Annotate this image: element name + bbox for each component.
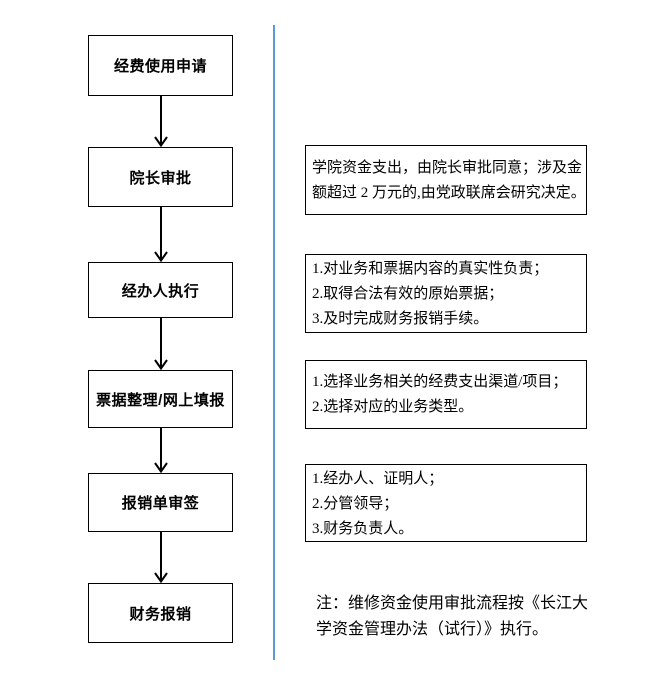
annotation-line: 额超过 2 万元的,由党政联席会研究决定。 — [312, 185, 586, 201]
flow-step-handler-execution: 经办人执行 — [88, 262, 233, 318]
down-arrow-icon — [154, 318, 168, 370]
annotation-line: 1.选择业务相关的经费支出渠道/项目； — [312, 374, 568, 390]
annotation-line: 学院资金支出，由院长审批同意；涉及金 — [312, 160, 583, 176]
footnote-line: 注：维修资金使用审批流程按《长江大 — [316, 595, 589, 612]
down-arrow-icon — [154, 207, 168, 262]
annotation-line: 2.分管领导； — [312, 496, 399, 512]
flow-step-label: 经办人执行 — [121, 282, 200, 300]
flow-step-label: 财务报销 — [129, 605, 192, 623]
annotation-line: 1.经办人、证明人； — [312, 471, 444, 487]
flow-step-dean-approval: 院长审批 — [88, 147, 233, 207]
annotation-dean-approval: 学院资金支出，由院长审批同意；涉及金 额超过 2 万元的,由党政联席会研究决定。 — [305, 145, 587, 215]
annotation-signers: 1.经办人、证明人； 2.分管领导； 3.财务负责人。 — [305, 464, 587, 542]
flow-step-label: 票据整理/网上填报 — [96, 391, 225, 409]
flow-step-label: 院长审批 — [129, 169, 192, 187]
flow-step-reimbursement-form-review: 报销单审签 — [88, 473, 233, 532]
annotation-line: 1.对业务和票据内容的真实性负责； — [312, 261, 549, 277]
annotation-line: 3.及时完成财务报销手续。 — [312, 311, 489, 327]
down-arrow-icon — [154, 532, 168, 583]
footnote: 注：维修资金使用审批流程按《长江大 学资金管理办法（试行）》执行。 — [316, 591, 606, 643]
flow-step-label: 经费使用申请 — [113, 58, 207, 75]
annotation-line: 3.财务负责人。 — [312, 521, 414, 537]
flow-step-financial-reimbursement: 财务报销 — [88, 583, 233, 643]
down-arrow-icon — [154, 428, 168, 473]
annotation-filing-selection: 1.选择业务相关的经费支出渠道/项目； 2.选择对应的业务类型。 — [305, 360, 587, 429]
down-arrow-icon — [154, 96, 168, 147]
flow-step-label: 报销单审签 — [121, 495, 200, 512]
annotation-line: 2.取得合法有效的原始票据； — [312, 286, 504, 302]
divider-line — [273, 25, 275, 660]
footnote-line: 学资金管理办法（试行）》执行。 — [316, 621, 549, 638]
annotation-handler-duties: 1.对业务和票据内容的真实性负责； 2.取得合法有效的原始票据； 3.及时完成财… — [305, 254, 587, 333]
flow-step-bill-organizing-online-filing: 票据整理/网上填报 — [88, 370, 233, 428]
flow-step-funding-application: 经费使用申请 — [88, 35, 233, 96]
annotation-line: 2.选择对应的业务类型。 — [312, 399, 474, 415]
